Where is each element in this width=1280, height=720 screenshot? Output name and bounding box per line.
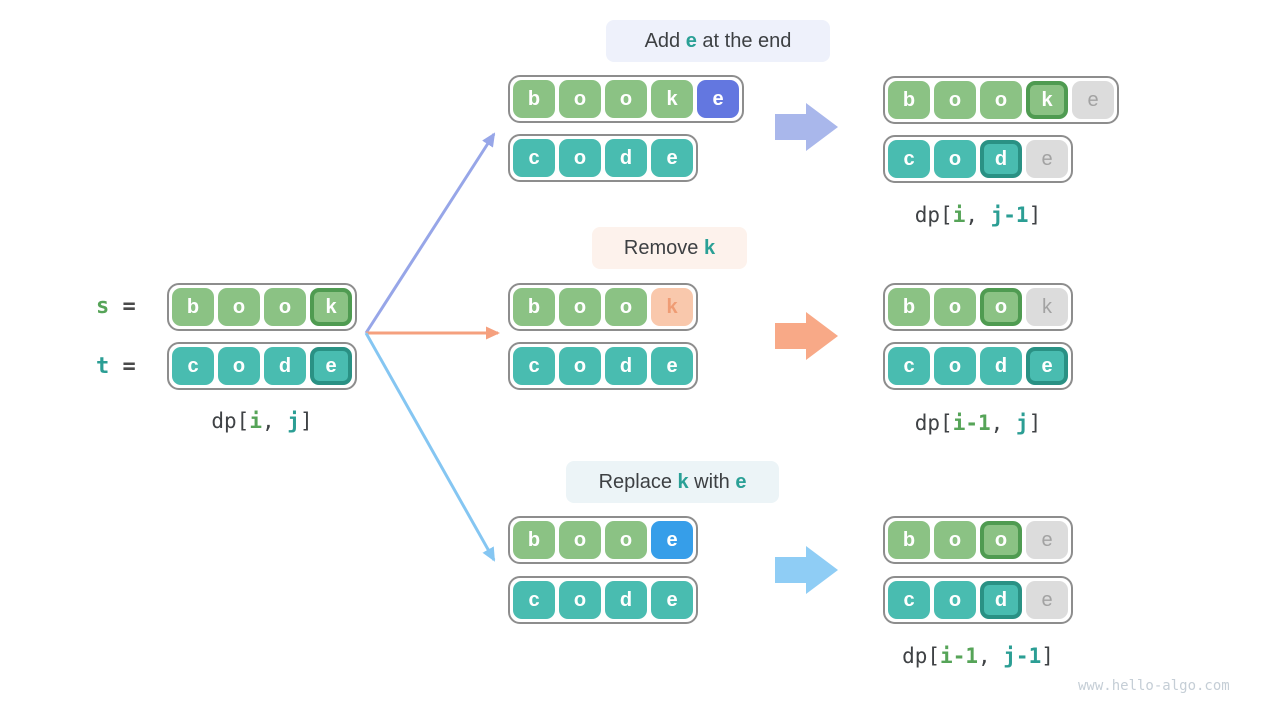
replace-result-s-strip: b o o e — [883, 516, 1073, 564]
remove-operation-pill: Remove k — [592, 227, 747, 269]
remove-s-strip: b o o k — [508, 283, 698, 331]
char-cell-highlighted: o — [980, 521, 1022, 559]
char-cell: c — [888, 581, 930, 619]
char-cell: o — [934, 521, 976, 559]
char-cell: o — [559, 521, 601, 559]
char-cell: d — [980, 347, 1022, 385]
char-cell: o — [559, 80, 601, 118]
char-cell-matched: k — [1026, 288, 1068, 326]
block-arrow-add — [775, 103, 838, 151]
replace-result-t-strip: c o d e — [883, 576, 1073, 624]
block-arrow-remove — [775, 312, 838, 360]
remove-result-t-strip: c o d e — [883, 342, 1073, 390]
char-cell: b — [888, 521, 930, 559]
char-cell: b — [172, 288, 214, 326]
char-cell: o — [934, 347, 976, 385]
char-cell-highlighted: k — [310, 288, 352, 326]
char-cell: o — [559, 139, 601, 177]
char-cell: b — [888, 81, 930, 119]
char-cell: o — [934, 81, 976, 119]
char-cell: o — [934, 288, 976, 326]
add-operation-pill: Add e at the end — [606, 20, 830, 62]
arrow-replace — [364, 332, 496, 562]
char-cell-matched: e — [1026, 521, 1068, 559]
char-cell: b — [513, 80, 555, 118]
char-cell-highlighted: k — [1026, 81, 1068, 119]
equals-sign: = — [109, 354, 136, 379]
char-cell: o — [264, 288, 306, 326]
block-arrow-replace — [775, 546, 838, 594]
char-cell: o — [934, 581, 976, 619]
char-cell-matched: e — [1026, 140, 1068, 178]
char-cell-matched: e — [1026, 581, 1068, 619]
char-cell: b — [888, 288, 930, 326]
char-cell: e — [651, 139, 693, 177]
replace-operation-pill: Replace k with e — [566, 461, 779, 503]
replace-t-strip: c o d e — [508, 576, 698, 624]
char-cell: c — [888, 140, 930, 178]
char-cell: d — [605, 581, 647, 619]
char-cell: b — [513, 521, 555, 559]
arrow-add — [364, 132, 496, 334]
source-s-label: s = — [96, 294, 136, 319]
char-cell: o — [218, 288, 260, 326]
add-t-strip: c o d e — [508, 134, 698, 182]
char-cell-removed: k — [651, 288, 693, 326]
char-cell: o — [559, 288, 601, 326]
char-cell: d — [605, 347, 647, 385]
source-t-label: t = — [96, 354, 136, 379]
char-cell-highlighted: d — [980, 140, 1022, 178]
char-cell: o — [559, 581, 601, 619]
watermark: www.hello-algo.com — [1078, 678, 1230, 694]
add-result-s-strip: b o o k e — [883, 76, 1119, 124]
char-cell-highlighted: d — [980, 581, 1022, 619]
char-cell-highlighted: e — [1026, 347, 1068, 385]
char-cell: o — [605, 288, 647, 326]
char-cell: d — [264, 347, 306, 385]
char-cell-added: e — [697, 80, 739, 118]
char-cell: d — [605, 139, 647, 177]
char-cell-highlighted: o — [980, 288, 1022, 326]
char-cell: c — [513, 347, 555, 385]
char-cell: c — [888, 347, 930, 385]
char-cell-matched: e — [1072, 81, 1114, 119]
char-cell: e — [651, 347, 693, 385]
add-result-t-strip: c o d e — [883, 135, 1073, 183]
char-cell: o — [605, 80, 647, 118]
dp-label-replace: dp[i-1, j-1] — [902, 644, 1054, 668]
dp-label-source: dp[i, j] — [211, 409, 313, 433]
char-cell: o — [934, 140, 976, 178]
remove-t-strip: c o d e — [508, 342, 698, 390]
char-cell: o — [218, 347, 260, 385]
char-cell: c — [513, 581, 555, 619]
char-cell: c — [513, 139, 555, 177]
char-cell-replaced: e — [651, 521, 693, 559]
char-cell: o — [559, 347, 601, 385]
t-var-name: t — [96, 354, 110, 379]
source-s-strip: b o o k — [167, 283, 357, 331]
char-cell: b — [513, 288, 555, 326]
s-var-name: s — [96, 294, 110, 319]
char-cell: c — [172, 347, 214, 385]
char-cell: o — [980, 81, 1022, 119]
char-cell: e — [651, 581, 693, 619]
replace-s-strip: b o o e — [508, 516, 698, 564]
char-cell: o — [605, 521, 647, 559]
source-t-strip: c o d e — [167, 342, 357, 390]
add-s-strip: b o o k e — [508, 75, 744, 123]
remove-result-s-strip: b o o k — [883, 283, 1073, 331]
equals-sign: = — [109, 294, 136, 319]
char-cell-highlighted: e — [310, 347, 352, 385]
dp-label-add: dp[i, j-1] — [914, 203, 1042, 227]
dp-label-remove: dp[i-1, j] — [914, 411, 1042, 435]
char-cell: k — [651, 80, 693, 118]
